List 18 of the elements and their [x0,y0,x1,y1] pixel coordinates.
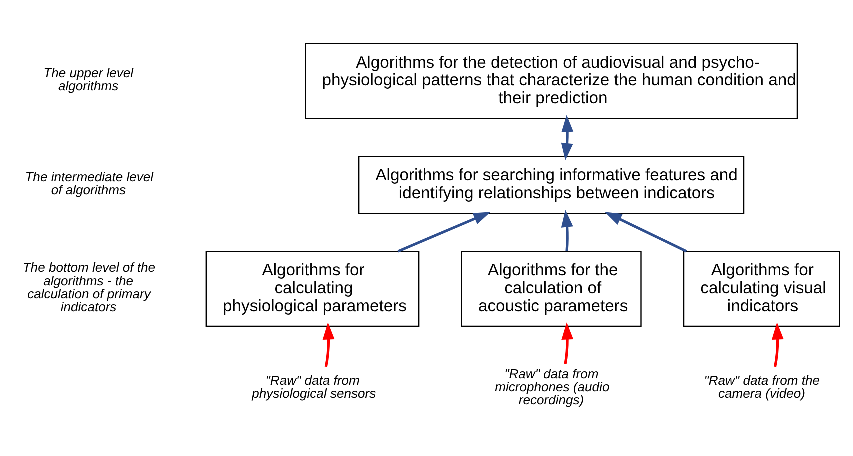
node-box: Algorithms for the detection of audiovisual and psycho-physiological patterns that characterize the human condition and their prediction [305,42,798,119]
node-text: "Raw" data from physiological sensors [252,372,376,401]
label: The bottom level of the algorithms - the calculation of primary indicators [22,260,156,314]
arrow [562,322,574,364]
arrow [604,212,688,252]
node-text: "Raw" data from the camera (video) [704,372,820,401]
node-box: Algorithms for calculating visual indicators [683,250,840,327]
arrow [398,212,491,252]
node-box: Algorithms for the calculation of acoustic parameters [461,250,642,327]
arrow [772,322,784,367]
arrow [561,210,574,251]
node-box: Algorithms for searching informative features and identifying relationships between indicators [358,156,745,214]
label: The intermediate level of algorithms [25,168,154,197]
node-text: "Raw" data from microphones (audio recordings) [495,366,610,408]
node-box: Algorithms for calculating physiological parameters [206,250,420,327]
arrow [322,322,335,367]
arrow [561,114,574,160]
label: The upper level algorithms [44,64,134,93]
